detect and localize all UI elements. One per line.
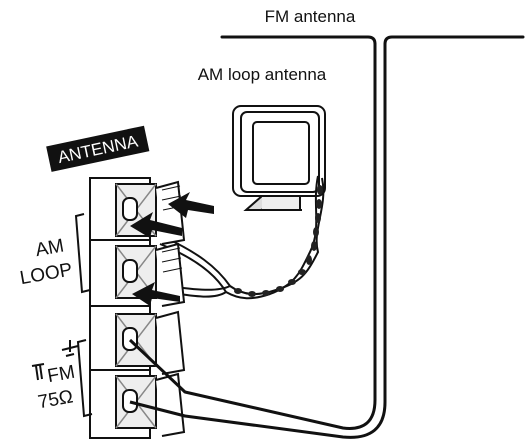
fm-antenna-label: FM antenna (265, 7, 356, 26)
twist-beads (234, 185, 323, 297)
fm-terminal-2 (115, 372, 186, 437)
ground-symbol-icon (61, 340, 79, 357)
terminal-block (89, 177, 186, 439)
fm-terminal-1 (115, 310, 186, 375)
antenna-panel-tag: ANTENNA (46, 125, 150, 172)
am-loop-terminal-label: AM LOOP (18, 213, 91, 294)
fm-wire-ends (128, 338, 187, 418)
fm-antenna-wire (183, 35, 525, 439)
fm-terminal-label: FM 75Ω (31, 339, 93, 418)
am-terminal-2 (115, 242, 186, 307)
am-loop-antenna (232, 105, 326, 211)
am-label: AM (34, 235, 66, 261)
am-loop-antenna-label: AM loop antenna (198, 65, 327, 84)
insert-arrow-icon (130, 192, 214, 306)
loop-label: LOOP (18, 259, 74, 289)
fm-label: FM (46, 362, 77, 387)
impedance-label: 75Ω (36, 386, 74, 413)
